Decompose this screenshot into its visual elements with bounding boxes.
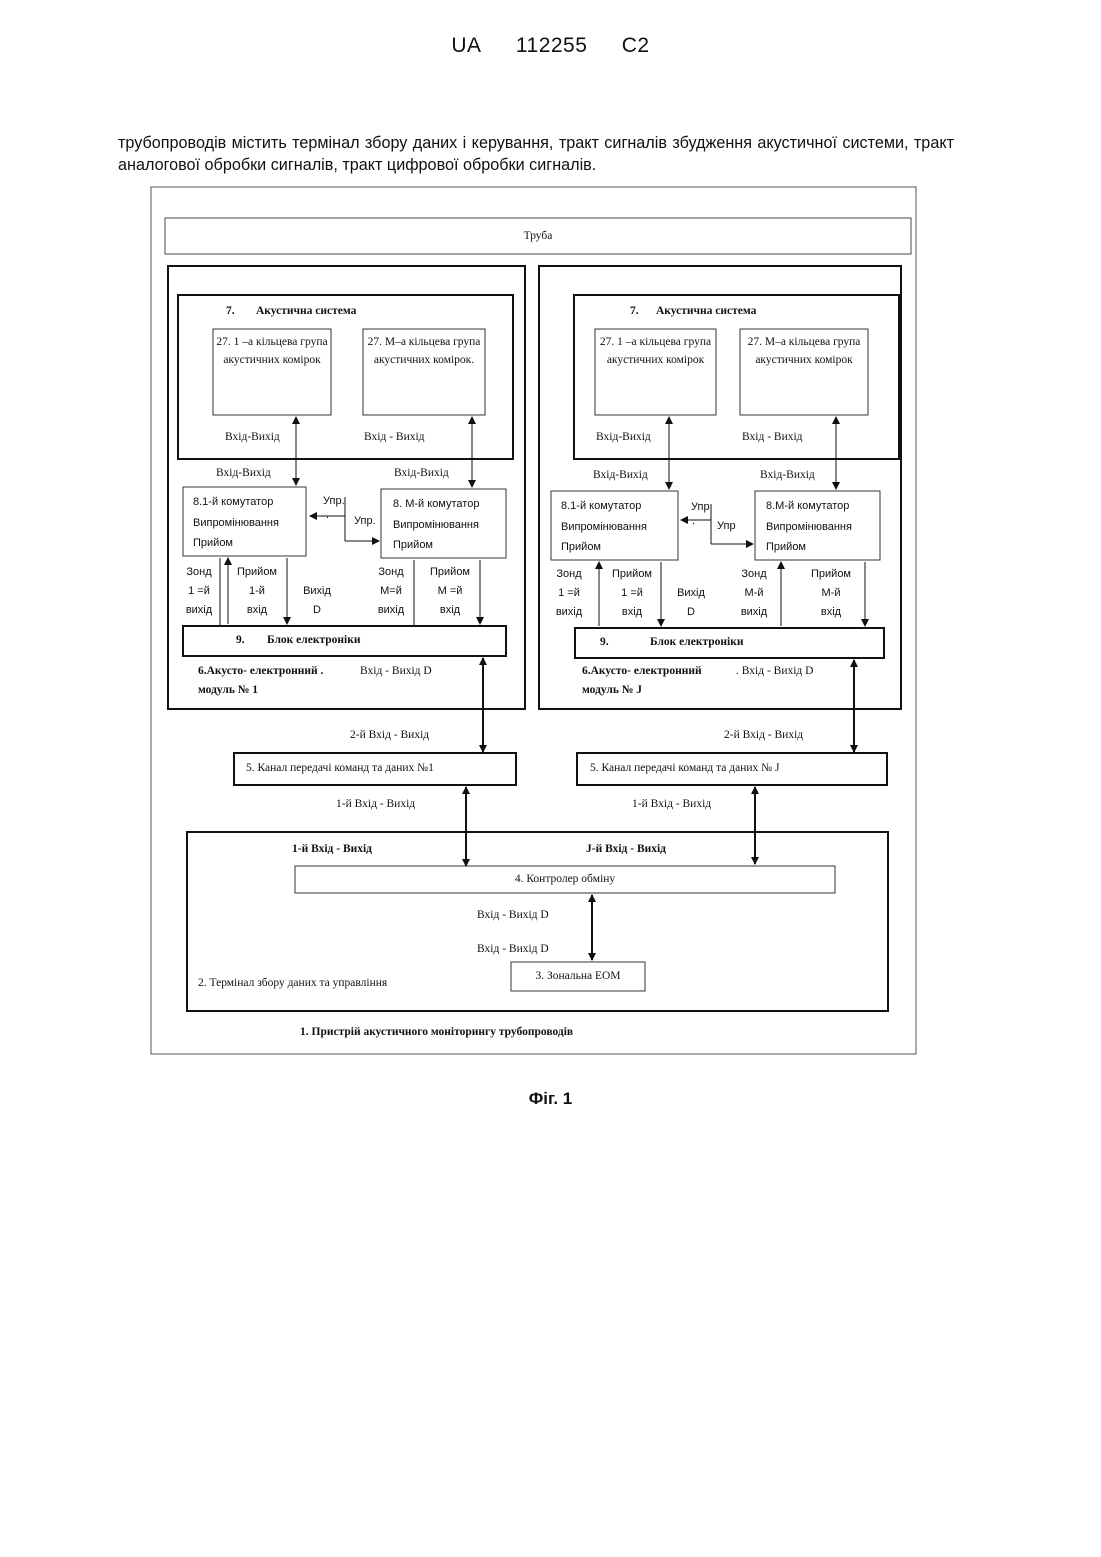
io-left-inner-J: Вхід-Вихід	[596, 430, 651, 445]
io-left-outer-J: Вхід-Вихід	[593, 468, 648, 483]
module-J-label-line1: 6.Акусто- електронний	[582, 664, 702, 679]
io-left-inner-1: Вхід-Вихід	[225, 430, 280, 445]
ctrl2-1-label: Упр.	[354, 514, 376, 529]
switch1-J-line2: Випромінювання	[561, 520, 647, 535]
terminal-label: 2. Термінал збору даних та управління	[198, 976, 387, 991]
recvM-1-line3: вхід	[422, 603, 478, 618]
acoustic-system-1-num: 7.	[226, 304, 235, 319]
patent-kind: C2	[622, 34, 650, 57]
switch1-J-line3: Прийом	[561, 540, 601, 555]
ctrl1-J-dot: .	[692, 514, 695, 529]
io-left-outer-1: Вхід-Вихід	[216, 466, 271, 481]
module-1-label-line1: 6.Акусто- електронний .	[198, 664, 323, 679]
module-J-io: . Вхід - Вихід D	[736, 664, 813, 679]
io-right-inner-1: Вхід - Вихід	[364, 430, 425, 445]
outD-1-line2: D	[292, 603, 342, 618]
recv1-J-line2: 1 =й	[605, 586, 659, 601]
controller-io-1: Вхід - Вихід D	[477, 908, 549, 923]
figure-caption: Фіг. 1	[0, 1089, 1101, 1109]
probeM-J-line1: Зонд	[734, 567, 774, 582]
ctrl1-J-label: Упр	[691, 500, 710, 515]
device-label: 1. Пристрій акустичного моніторингу труб…	[300, 1025, 573, 1040]
pipe-label: Труба	[165, 229, 911, 244]
acoustic-system-J-title: Акустична система	[656, 304, 756, 319]
switchM-J-line3: Прийом	[766, 540, 806, 555]
probeM-1-line1: Зонд	[372, 565, 410, 580]
patent-header: UA 112255 C2	[0, 34, 1101, 58]
electronics-1-title: Блок електроніки	[267, 633, 360, 648]
probe1-1-line2: 1 =й	[182, 584, 216, 599]
module-1-label-line2: модуль № 1	[198, 683, 258, 698]
switchM-1-line1: 8. М-й комутатор	[393, 497, 479, 512]
outD-J-line2: D	[666, 605, 716, 620]
switchM-1-line3: Прийом	[393, 538, 433, 553]
intro-paragraph: трубопроводів містить термінал збору дан…	[118, 132, 954, 176]
outD-1-line1: Вихід	[292, 584, 342, 599]
recv1-1-line1: Прийом	[230, 565, 284, 580]
module-J-label-line2: модуль № J	[582, 683, 642, 698]
recvM-J-line3: вхід	[802, 605, 860, 620]
channel-J-io-bottom: 1-й Вхід - Вихід	[632, 797, 711, 812]
ctrl1-1-dot: .	[326, 508, 329, 523]
probeM-1-line2: М=й	[372, 584, 410, 599]
channel-J-io-top: 2-й Вхід - Вихід	[724, 728, 803, 743]
probe1-1-line1: Зонд	[182, 565, 216, 580]
ctrl2-J-label: Упр	[717, 519, 736, 534]
switch1-1-line2: Випромінювання	[193, 516, 279, 531]
recvM-1-line1: Прийом	[422, 565, 478, 580]
recv1-1-line3: вхід	[230, 603, 284, 618]
acoustic-system-J-num: 7.	[630, 304, 639, 319]
group1-J-label: 27. 1 –а кільцева група акустичних комір…	[598, 333, 713, 369]
io-right-outer-1: Вхід-Вихід	[394, 466, 449, 481]
electronics-1-num: 9.	[236, 633, 245, 648]
controller-label: 4. Контролер обміну	[295, 872, 835, 887]
recvM-J-line2: М-й	[802, 586, 860, 601]
channel-1-io-top: 2-й Вхід - Вихід	[350, 728, 429, 743]
switch1-J-line1: 8.1-й комутатор	[561, 499, 641, 514]
terminal-io-1: 1-й Вхід - Вихід	[292, 842, 372, 857]
block-diagram: Труба 7. Акустична система 27. 1 –а кіль…	[150, 186, 917, 1056]
recvM-1-line2: М =й	[422, 584, 478, 599]
patent-number: 112255	[516, 34, 588, 57]
controller-io-2: Вхід - Вихід D	[477, 942, 549, 957]
probeM-J-line3: вихід	[734, 605, 774, 620]
probe1-J-line1: Зонд	[550, 567, 588, 582]
recv1-1-line2: 1-й	[230, 584, 284, 599]
probeM-J-line2: М-й	[734, 586, 774, 601]
switch1-1-line1: 8.1-й комутатор	[193, 495, 273, 510]
channel-J-label: 5. Канал передачі команд та даних № J	[590, 761, 779, 776]
computer-label: 3. Зональна ЕОМ	[511, 969, 645, 984]
electronics-J-num: 9.	[600, 635, 609, 650]
groupM-J-label: 27. М–а кільцева група акустичних коміро…	[743, 333, 865, 369]
probe1-J-line2: 1 =й	[550, 586, 588, 601]
recv1-J-line1: Прийом	[605, 567, 659, 582]
recvM-J-line1: Прийом	[802, 567, 860, 582]
switch1-1-line3: Прийом	[193, 536, 233, 551]
ctrl1-1-label: Упр.	[323, 494, 345, 509]
acoustic-system-1-title: Акустична система	[256, 304, 356, 319]
channel-1-label: 5. Канал передачі команд та даних №1	[246, 761, 434, 776]
terminal-io-J: J-й Вхід - Вихід	[586, 842, 666, 857]
patent-country: UA	[451, 34, 481, 57]
electronics-J-title: Блок електроніки	[650, 635, 743, 650]
switchM-J-line2: Випромінювання	[766, 520, 852, 535]
probe1-J-line3: вихід	[550, 605, 588, 620]
recv1-J-line3: вхід	[605, 605, 659, 620]
io-right-outer-J: Вхід-Вихід	[760, 468, 815, 483]
outD-J-line1: Вихід	[666, 586, 716, 601]
probeM-1-line3: вихід	[372, 603, 410, 618]
switchM-1-line2: Випромінювання	[393, 518, 479, 533]
io-right-inner-J: Вхід - Вихід	[742, 430, 803, 445]
group1-1-label: 27. 1 –а кільцева група акустичних комір…	[216, 333, 328, 369]
module-1-io: Вхід - Вихід D	[360, 664, 432, 679]
channel-1-io-bottom: 1-й Вхід - Вихід	[336, 797, 415, 812]
probe1-1-line3: вихід	[182, 603, 216, 618]
switchM-J-line1: 8.М-й комутатор	[766, 499, 849, 514]
groupM-1-label: 27. М–а кільцева група акустичних коміро…	[366, 333, 482, 369]
